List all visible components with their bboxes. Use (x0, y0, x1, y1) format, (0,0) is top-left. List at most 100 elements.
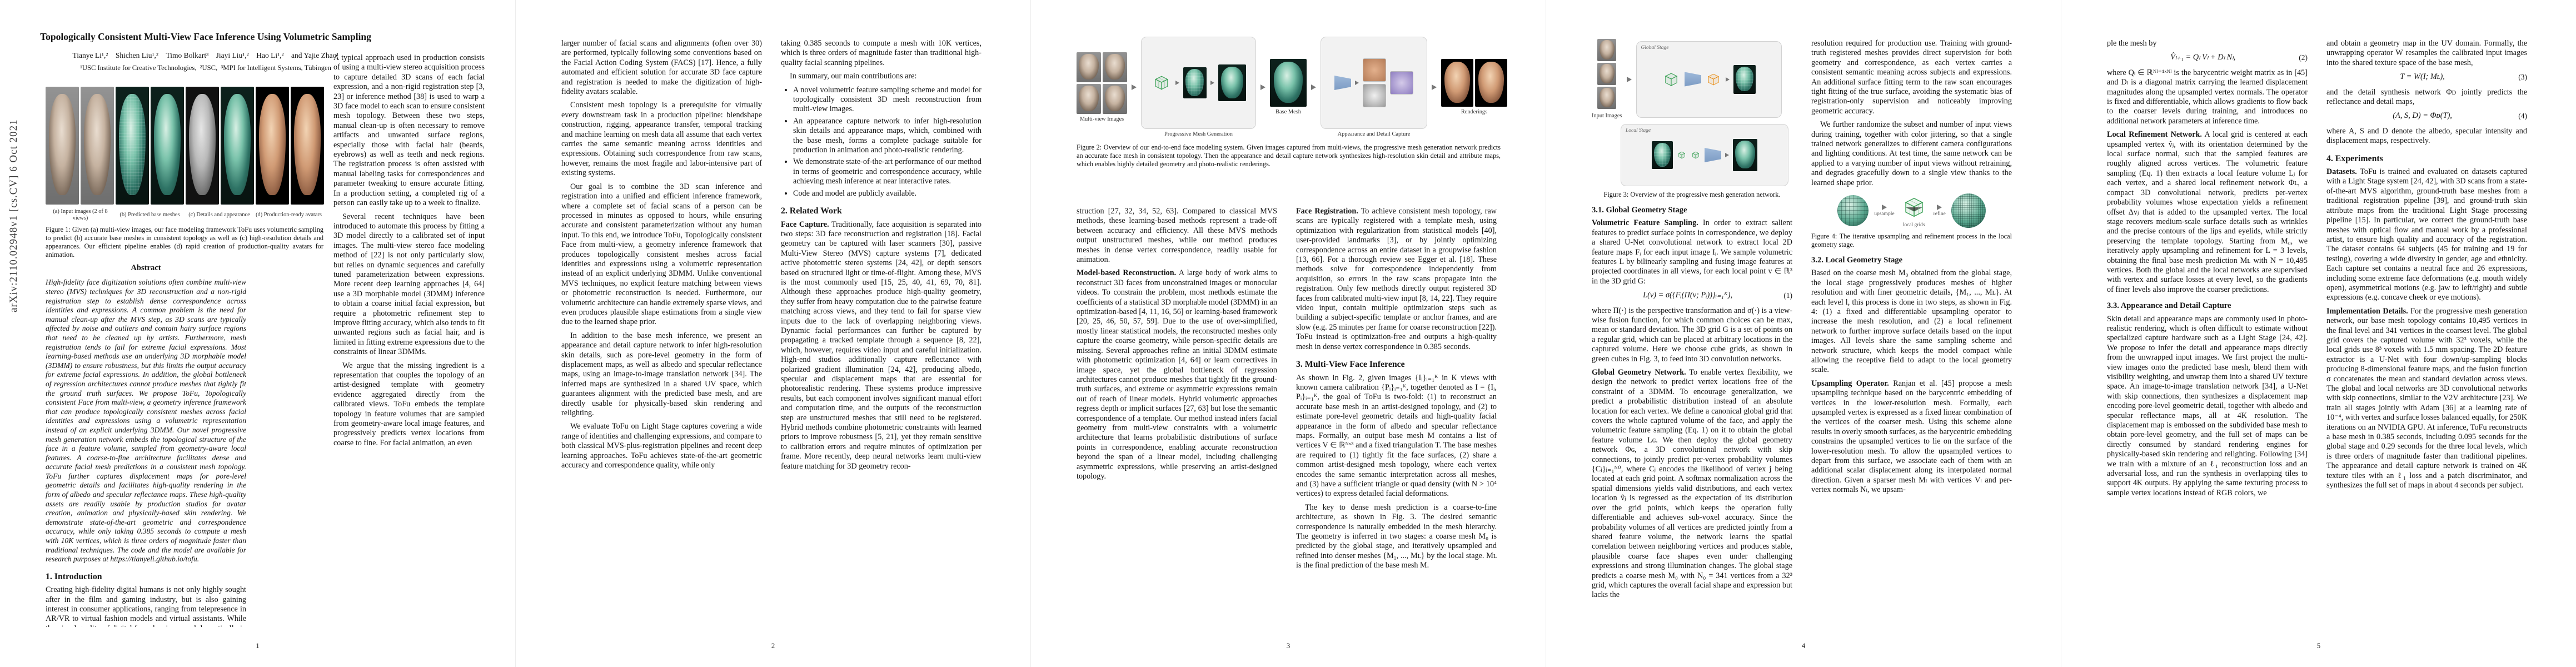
paragraph: where A, S and D denote the albedo, spec… (2326, 126, 2527, 146)
figure-4-caption: Figure 4: The iterative upsampling and r… (1811, 232, 2012, 248)
page-3-left-column: struction [27, 32, 34, 52, 63]. Compared… (1077, 207, 1277, 627)
figure-3-caption: Figure 3: Overview of the progressive me… (1603, 191, 1781, 198)
paragraph: We evaluate ToFu on Light Stage captures… (561, 422, 762, 470)
adc-panel (1321, 37, 1427, 129)
page-5: ple the mesh by V̂ₗ₊₁ = Qₗ Vₗ + Dₗ Nₗ, (… (2061, 0, 2576, 667)
paragraph: We argue that the missing ingredient is … (333, 361, 485, 447)
paragraph-lead: Global Geometry Network. (1592, 368, 1686, 377)
face-shape (1736, 66, 1754, 92)
arxiv-stamp: arXiv:2110.02948v1 [cs.CV] 6 Oct 2021 (8, 119, 19, 312)
arrow-right-icon (1210, 81, 1214, 85)
equation-number: (4) (2518, 112, 2527, 121)
face-shape (259, 93, 286, 196)
figure-2-label: Renderings (1461, 109, 1488, 115)
panel-label: Local Stage (1626, 128, 1651, 133)
paragraph: Based on the coarse mesh M₀ obtained fro… (1811, 268, 2012, 375)
paragraph-lead: Face Registration. (1296, 207, 1358, 216)
figure-3-label: Input Images (1592, 113, 1622, 119)
paragraph: taking 0.385 seconds to compute a mesh w… (781, 39, 981, 67)
paragraph: In addition to the base mesh inference, … (561, 331, 762, 418)
paragraph: resolution required for production use. … (1811, 39, 2012, 116)
arrow-right-icon (1311, 84, 1316, 90)
contribution-item: An appearance capture network to infer h… (793, 117, 981, 156)
face-shape (1599, 40, 1615, 59)
section-4-heading: 4. Experiments (2326, 153, 2383, 163)
local-grid-label: local grids (1902, 222, 1925, 228)
page-number: 5 (2316, 641, 2321, 650)
page-1-left-column: Abstract High-fidelity face digitization… (46, 263, 246, 627)
figure-3: Input Images Global Stage Local Stage (1592, 39, 1792, 199)
page-2-left-column: larger number of facial scans and alignm… (561, 39, 762, 627)
face-thumbnail (291, 87, 324, 205)
face-thumbnail (256, 87, 289, 205)
coarse-mesh-thumbnail (1652, 141, 1673, 169)
face-shape (1735, 141, 1755, 169)
paragraph: struction [27, 32, 34, 52, 63]. Compared… (1077, 207, 1277, 265)
title-block: Topologically Consistent Multi-View Face… (33, 31, 378, 72)
face-shape (189, 93, 216, 196)
face-shape (49, 93, 76, 196)
render-pair (1441, 59, 1507, 107)
equation-formula: V̂ₗ₊₁ = Qₗ Vₗ + Dₗ Nₗ, (2170, 53, 2236, 62)
upsample-label: upsample (1874, 211, 1895, 217)
map-stack (1363, 58, 1386, 107)
face-thumbnail (221, 87, 254, 205)
figure-1-sublabel: (a) Input images (2 of 8 views) (53, 208, 108, 221)
feature-volume-cube-icon (1154, 76, 1168, 90)
face-thumbnail (186, 87, 219, 205)
paragraph: Volumetric Feature Sampling. In order to… (1592, 218, 1792, 286)
paragraph-text: ToFu is trained and evaluated on dataset… (2326, 167, 2527, 302)
arrow-right-icon (1881, 205, 1887, 211)
paragraph-text: To achieve consistent mesh topology, raw… (1296, 207, 1497, 351)
paragraph-lead: Implementation Details. (2326, 306, 2408, 316)
face-shape (294, 93, 321, 196)
dense-mesh-thumbnail (1733, 139, 1757, 171)
displacement-map-thumbnail (1390, 71, 1413, 94)
face-thumbnail (1077, 52, 1101, 82)
equation-number: (3) (2518, 73, 2527, 82)
figure-2-basemesh-group: Base Mesh (1270, 59, 1307, 116)
paragraph-text: In order to extract salient features to … (1592, 218, 1792, 286)
local-grid-group: local grids (1900, 193, 1928, 228)
authors-line: Tianye Li¹,² Shichen Liu¹,² Timo Bolkart… (72, 51, 339, 59)
albedo-map-thumbnail (1363, 58, 1386, 82)
paragraph-lead: Model-based Reconstruction. (1077, 268, 1177, 278)
arrow-right-icon (1355, 81, 1359, 85)
figure-3-row-1: Input Images Global Stage (1592, 39, 1792, 120)
equation-2: V̂ₗ₊₁ = Qₗ Vₗ + Dₗ Nₗ, (2) (2107, 53, 2308, 62)
figure-1-sublabel: (b) Predicted base meshes (119, 212, 180, 218)
figure-1-sublabel: (c) Details and appearance (188, 212, 250, 218)
equation-number: (2) (2299, 53, 2308, 62)
arrow-right-icon (1132, 84, 1137, 90)
figure-2-input-group: Multi-view Images (1077, 52, 1127, 123)
figure-1-sublabels: (a) Input images (2 of 8 views) (b) Pred… (46, 206, 323, 222)
abstract-heading: Abstract (131, 263, 161, 272)
figure-2-label: Progressive Mesh Generation (1164, 131, 1233, 137)
face-shape (1273, 62, 1303, 103)
arrow-right-icon (1726, 77, 1730, 82)
local-grid-cube-icon (1678, 151, 1686, 159)
section-3-3-heading: 3.3. Appearance and Detail Capture (2107, 301, 2231, 311)
paragraph: We further randomize the subset and numb… (1811, 120, 2012, 187)
paragraph-text: Ranjan et al. [45] propose a mesh upsamp… (1811, 379, 2012, 495)
figure-3-row-2: Local Stage (1621, 124, 1792, 186)
figure-2-label: Multi-view Images (1079, 116, 1124, 122)
arrow-right-icon (1260, 84, 1265, 90)
figure-1-sublabel: (d) Production-ready avatars (256, 212, 322, 218)
arrow-right-icon (1175, 81, 1179, 85)
equation-formula: T = W(I; Mʟ), (2400, 72, 2445, 82)
paragraph: Several recent techniques have been intr… (333, 212, 485, 357)
paragraph: Our goal is to combine the 3D scan infer… (561, 182, 762, 327)
face-thumbnail (1103, 83, 1127, 114)
equation-number: (1) (1783, 291, 1792, 300)
local-stage-panel: Local Stage (1621, 124, 1788, 186)
page-number: 2 (771, 641, 775, 650)
paragraph: Face Registration. To achieve consistent… (1296, 207, 1497, 352)
face-thumbnail (81, 87, 114, 205)
face-thumbnail (1597, 39, 1617, 61)
face-shape (84, 93, 111, 196)
paragraph: and the detail synthesis network Φᴅ join… (2326, 87, 2527, 107)
abstract-text: High-fidelity face digitization solution… (46, 278, 246, 564)
network-trapezoid-icon (1334, 76, 1351, 90)
